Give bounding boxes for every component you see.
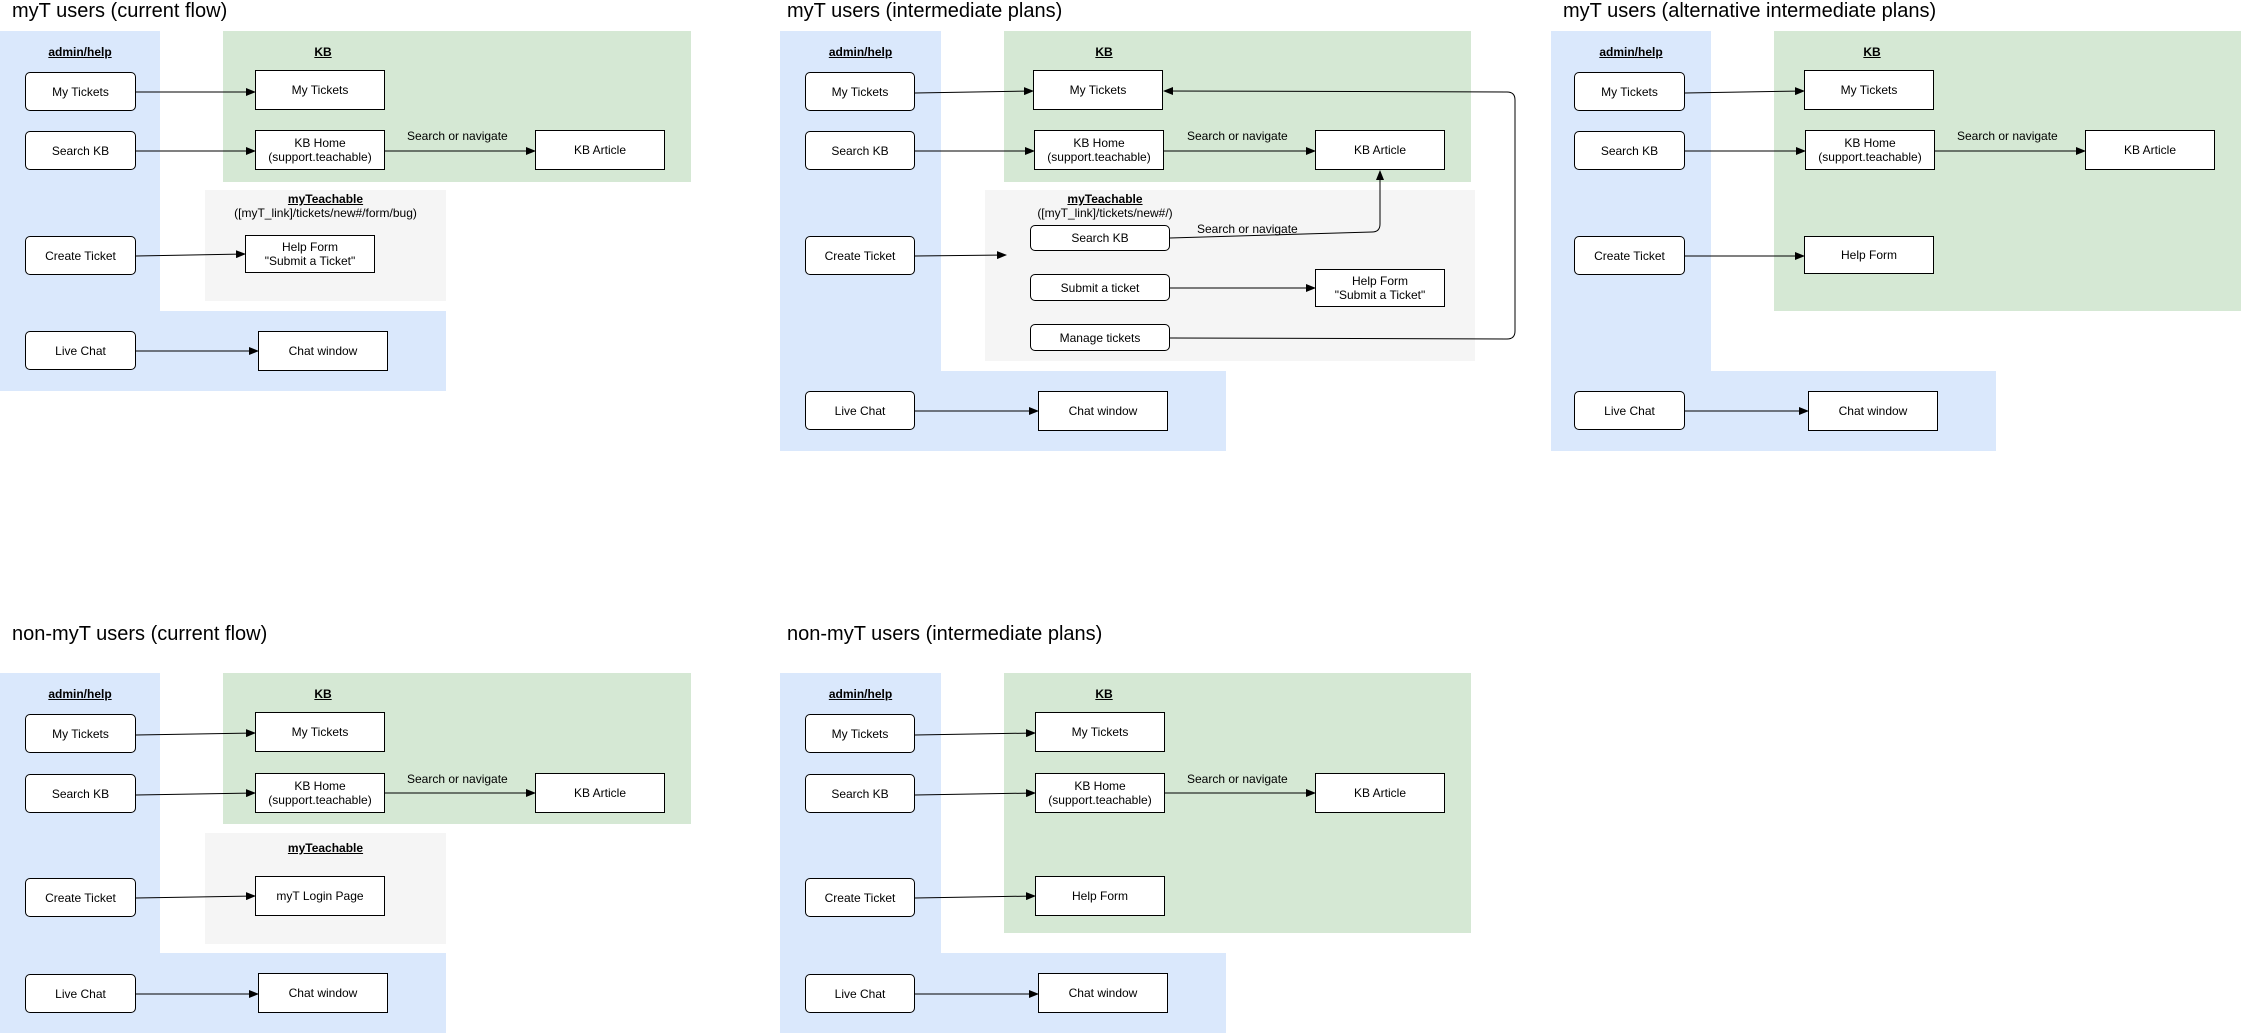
help-form: Help Form [1035, 876, 1165, 916]
live-chat-button[interactable]: Live Chat [25, 331, 136, 370]
live-chat-button[interactable]: Live Chat [1574, 391, 1685, 430]
kb-article: KB Article [535, 130, 665, 170]
kb-header: KB [1863, 45, 1881, 59]
search-kb-button[interactable]: Search KB [805, 774, 915, 813]
myt-login-page: myT Login Page [255, 876, 385, 916]
admin-help-header: admin/help [828, 45, 893, 59]
help-form: Help Form "Submit a Ticket" [1315, 269, 1445, 307]
myteachable-header: myTeachable [1067, 192, 1143, 206]
live-chat-button[interactable]: Live Chat [805, 974, 915, 1013]
my-tickets-button[interactable]: My Tickets [805, 714, 915, 753]
edge-label-search-or-navigate: Search or navigate [1187, 129, 1288, 143]
chat-window: Chat window [258, 973, 388, 1013]
my-tickets-button[interactable]: My Tickets [25, 714, 136, 753]
myteachable-path: ([myT_link]/tickets/new#/) [1037, 206, 1173, 220]
admin-help-header: admin/help [1599, 45, 1663, 59]
search-kb-button[interactable]: Search KB [805, 131, 915, 170]
kb-home: KB Home (support.teachable) [255, 130, 385, 170]
admin-help-header: admin/help [828, 687, 893, 701]
myteachable-header: myTeachable [287, 841, 364, 855]
title-myt-alternative: myT users (alternative intermediate plan… [1563, 0, 1937, 22]
chat-window: Chat window [1038, 391, 1168, 431]
my-tickets-button[interactable]: My Tickets [25, 72, 136, 111]
create-ticket-button[interactable]: Create Ticket [805, 236, 915, 275]
edge-label-search-or-navigate: Search or navigate [407, 772, 508, 786]
create-ticket-button[interactable]: Create Ticket [1574, 236, 1685, 275]
kb-article: KB Article [2085, 130, 2215, 170]
live-chat-button[interactable]: Live Chat [25, 974, 136, 1013]
create-ticket-button[interactable]: Create Ticket [25, 236, 136, 275]
title-nonmyt-current: non-myT users (current flow) [12, 623, 268, 645]
live-chat-button[interactable]: Live Chat [805, 391, 915, 430]
kb-home: KB Home (support.teachable) [1035, 773, 1165, 813]
admin-help-header: admin/help [48, 687, 112, 701]
chat-window: Chat window [1808, 391, 1938, 431]
kb-my-tickets: My Tickets [1033, 70, 1163, 110]
search-kb-button[interactable]: Search KB [25, 131, 136, 170]
edge-label-search-or-navigate: Search or navigate [1197, 222, 1298, 236]
search-kb-button[interactable]: Search KB [25, 774, 136, 813]
manage-tickets-option[interactable]: Manage tickets [1030, 324, 1170, 351]
chat-window: Chat window [1038, 973, 1168, 1013]
edge-label-search-or-navigate: Search or navigate [407, 129, 508, 143]
kb-my-tickets: My Tickets [255, 70, 385, 110]
kb-my-tickets: My Tickets [255, 712, 385, 752]
title-myt-intermediate: myT users (intermediate plans) [787, 0, 1063, 22]
kb-header: KB [1095, 45, 1113, 59]
title-myt-current: myT users (current flow) [12, 0, 228, 22]
chat-window: Chat window [258, 331, 388, 371]
search-kb-option[interactable]: Search KB [1030, 225, 1170, 251]
admin-help-header: admin/help [48, 45, 112, 59]
submit-a-ticket-option[interactable]: Submit a ticket [1030, 274, 1170, 301]
myteachable-header: myTeachable [287, 192, 364, 206]
kb-home: KB Home (support.teachable) [1805, 130, 1935, 170]
my-tickets-button[interactable]: My Tickets [1574, 72, 1685, 111]
kb-article: KB Article [535, 773, 665, 813]
title-nonmyt-intermediate: non-myT users (intermediate plans) [787, 623, 1103, 645]
kb-article: KB Article [1315, 773, 1445, 813]
kb-header: KB [314, 687, 332, 701]
myteachable-path: ([myT_link]/tickets/new#/form/bug) [234, 206, 417, 220]
kb-header: KB [314, 45, 332, 59]
search-kb-button[interactable]: Search KB [1574, 131, 1685, 170]
kb-article: KB Article [1315, 130, 1445, 170]
kb-home: KB Home (support.teachable) [255, 773, 385, 813]
create-ticket-button[interactable]: Create Ticket [25, 878, 136, 917]
edge-label-search-or-navigate: Search or navigate [1957, 129, 2058, 143]
kb-header: KB [1095, 687, 1113, 701]
help-form: Help Form [1804, 236, 1934, 274]
kb-my-tickets: My Tickets [1804, 70, 1934, 110]
my-tickets-button[interactable]: My Tickets [805, 72, 915, 111]
create-ticket-button[interactable]: Create Ticket [805, 878, 915, 917]
edge-label-search-or-navigate: Search or navigate [1187, 772, 1288, 786]
help-form: Help Form "Submit a Ticket" [245, 235, 375, 273]
kb-home: KB Home (support.teachable) [1034, 130, 1164, 170]
kb-my-tickets: My Tickets [1035, 712, 1165, 752]
